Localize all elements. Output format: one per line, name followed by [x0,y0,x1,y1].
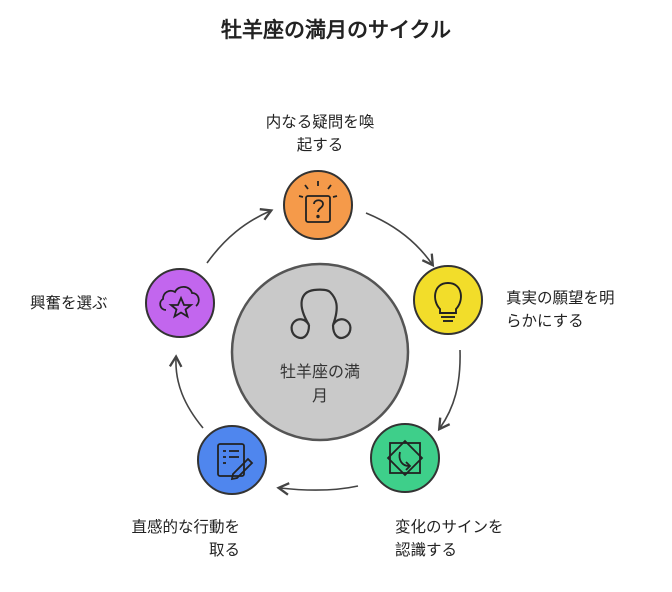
note-pen-icon [217,443,254,481]
label-action: 直感的な行動を 取る [90,516,240,562]
label-signs: 変化のサインを 認識する [395,516,555,562]
node-signs [370,423,440,493]
center-label-line2: 月 [311,386,328,405]
node-desire [413,265,483,335]
label-question-line2: 起する [296,136,344,154]
label-desire-line1: 真実の願望を明 [506,289,615,307]
label-choose-line1: 興奮を選ぶ [30,294,108,312]
arrow-question-to-desire [365,212,435,268]
label-desire-line2: らかにする [506,312,584,330]
label-question: 内なる疑問を喚 起する [250,111,390,157]
node-choose [145,268,215,338]
diagram-title: 牡羊座の満月のサイクル [221,18,451,42]
node-action [197,425,267,495]
label-desire: 真実の願望を明 らかにする [506,287,656,333]
arrow-signs-to-action [276,482,359,496]
center-label-line1: 牡羊座の満 [279,362,360,381]
label-question-line1: 内なる疑問を喚 [265,113,375,131]
label-choose: 興奮を選ぶ [30,292,140,315]
star-arrow-icon [386,439,424,477]
arrow-choose-to-question [206,208,274,264]
node-question [283,170,353,240]
label-signs-line2: 認識する [395,541,458,559]
label-action-line2: 取る [208,541,240,559]
arrow-desire-to-signs [437,349,461,432]
label-action-line1: 直感的な行動を [131,518,240,536]
center-circle [230,262,410,442]
label-signs-line1: 変化のサインを [395,518,504,536]
lightbulb-icon [434,282,462,322]
cycle-loop-icon [290,288,352,340]
cloud-star-icon [159,285,200,319]
center-label: 牡羊座の満 月 [250,360,390,408]
question-card-icon [298,181,338,223]
arrow-action-to-choose [168,354,204,429]
